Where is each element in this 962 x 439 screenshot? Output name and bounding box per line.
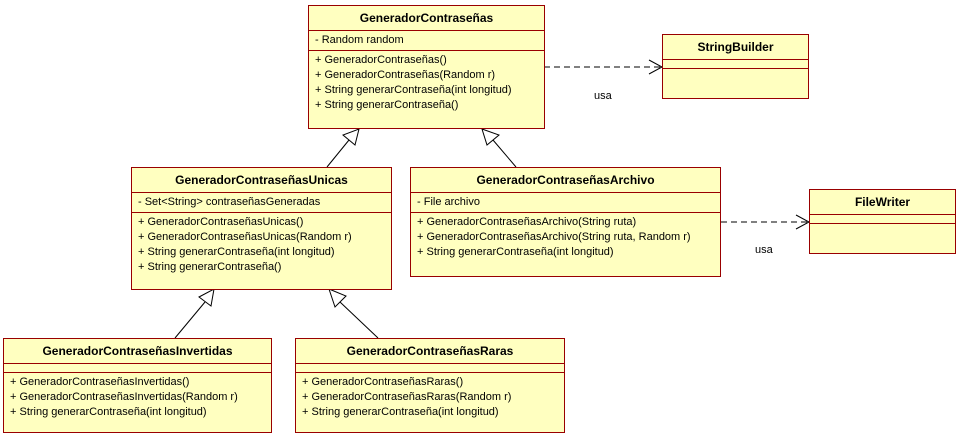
attributes-compartment <box>810 215 955 224</box>
operations-compartment <box>810 224 955 232</box>
operations-compartment: + GeneradorContraseñasArchivo(String rut… <box>411 213 720 262</box>
attribute: - Random random <box>315 34 404 46</box>
class-generador-invertidas[interactable]: GeneradorContraseñasInvertidas + Generad… <box>3 338 272 433</box>
class-generador-raras[interactable]: GeneradorContraseñasRaras + GeneradorCon… <box>295 338 565 433</box>
attributes-compartment: - File archivo <box>411 193 720 213</box>
operation: + String generarContraseña(int longitud) <box>138 246 335 258</box>
class-generador-archivo[interactable]: GeneradorContraseñasArchivo - File archi… <box>410 167 721 277</box>
operation: + String generarContraseña(int longitud) <box>10 406 207 418</box>
attributes-compartment: - Set<String> contraseñasGeneradas <box>132 193 391 213</box>
operation: + GeneradorContraseñasInvertidas(Random … <box>10 391 238 403</box>
inheritance-edge-archivo <box>481 128 517 168</box>
operation: + GeneradorContraseñasUnicas() <box>138 216 304 228</box>
operation: + GeneradorContraseñas(Random r) <box>315 69 496 81</box>
operation: + String generarContraseña(int longitud) <box>417 246 614 258</box>
class-name: StringBuilder <box>663 35 808 60</box>
operation: + GeneradorContraseñasArchivo(String rut… <box>417 216 637 228</box>
operation: + String generarContraseña() <box>138 261 282 273</box>
dependency-label-stringbuilder: usa <box>594 90 612 102</box>
operation: + GeneradorContraseñasUnicas(Random r) <box>138 231 352 243</box>
dependency-edge-filewriter <box>721 214 811 230</box>
inheritance-edge-unicas <box>326 128 360 168</box>
inheritance-edge-raras <box>328 288 379 339</box>
operation: + String generarContraseña(int longitud) <box>302 406 499 418</box>
class-generador-contrasenas[interactable]: GeneradorContraseñas - Random random + G… <box>308 5 545 129</box>
operations-compartment: + GeneradorContraseñasUnicas() + Generad… <box>132 213 391 277</box>
class-name: GeneradorContraseñas <box>309 6 544 31</box>
dependency-edge-stringbuilder <box>544 59 664 75</box>
class-name: GeneradorContraseñasInvertidas <box>4 339 271 364</box>
operations-compartment: + GeneradorContraseñasRaras() + Generado… <box>296 373 564 422</box>
attributes-compartment <box>4 364 271 373</box>
operations-compartment <box>663 69 808 77</box>
class-generador-unicas[interactable]: GeneradorContraseñasUnicas - Set<String>… <box>131 167 392 290</box>
class-name: FileWriter <box>810 190 955 215</box>
inheritance-edge-invertidas <box>174 288 215 339</box>
attribute: - File archivo <box>417 196 480 208</box>
operations-compartment: + GeneradorContraseñasInvertidas() + Gen… <box>4 373 271 422</box>
attributes-compartment: - Random random <box>309 31 544 51</box>
operation: + String generarContraseña(int longitud) <box>315 84 512 96</box>
operation: + GeneradorContraseñasArchivo(String rut… <box>417 231 691 243</box>
class-name: GeneradorContraseñasUnicas <box>132 168 391 193</box>
operation: + GeneradorContraseñasRaras(Random r) <box>302 391 512 403</box>
class-name: GeneradorContraseñasArchivo <box>411 168 720 193</box>
class-name: GeneradorContraseñasRaras <box>296 339 564 364</box>
class-filewriter[interactable]: FileWriter <box>809 189 956 254</box>
operation: + GeneradorContraseñas() <box>315 54 447 66</box>
attribute: - Set<String> contraseñasGeneradas <box>138 196 321 208</box>
operation: + GeneradorContraseñasInvertidas() <box>10 376 190 388</box>
operation: + GeneradorContraseñasRaras() <box>302 376 464 388</box>
dependency-label-filewriter: usa <box>755 244 773 256</box>
class-stringbuilder[interactable]: StringBuilder <box>662 34 809 99</box>
attributes-compartment <box>296 364 564 373</box>
operation: + String generarContraseña() <box>315 99 459 111</box>
operations-compartment: + GeneradorContraseñas() + GeneradorCont… <box>309 51 544 115</box>
attributes-compartment <box>663 60 808 69</box>
